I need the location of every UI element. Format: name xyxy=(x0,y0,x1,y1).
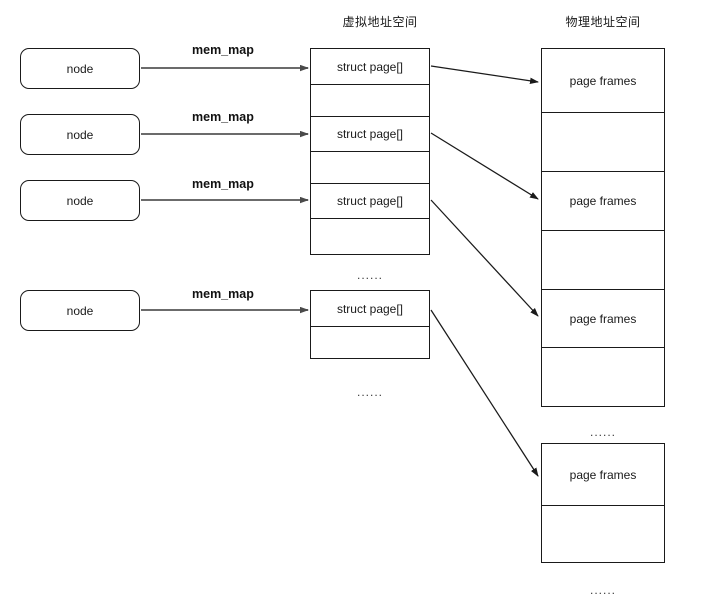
page-frames-cell-label: page frames xyxy=(569,73,637,88)
struct-page-cell[interactable]: struct page[] xyxy=(311,116,429,151)
page-frames-cell[interactable]: page frames xyxy=(542,444,664,505)
page-mapping-arrow xyxy=(430,309,539,477)
struct-page-cell-label: struct page[] xyxy=(336,59,404,74)
page-mapping-arrow xyxy=(430,65,539,84)
ellipsis-marker: ...... xyxy=(589,425,616,439)
node-label: node xyxy=(66,61,94,76)
struct-page-cell[interactable] xyxy=(311,326,429,358)
page-frames-block: page frames page frames page frames xyxy=(541,48,665,407)
ellipsis-marker: ...... xyxy=(589,583,616,597)
struct-page-cell[interactable]: struct page[] xyxy=(311,183,429,218)
struct-page-cell[interactable] xyxy=(311,84,429,116)
node-box[interactable]: node xyxy=(20,180,140,221)
node-label: node xyxy=(66,127,94,142)
page-frames-cell[interactable]: page frames xyxy=(542,289,664,347)
page-frames-cell-label: page frames xyxy=(569,311,637,326)
struct-page-cell[interactable]: struct page[] xyxy=(311,291,429,326)
node-box[interactable]: node xyxy=(20,290,140,331)
struct-page-cell[interactable] xyxy=(311,218,429,254)
page-frames-block: page frames xyxy=(541,443,665,563)
struct-page-cell[interactable] xyxy=(311,151,429,183)
page-frames-cell[interactable]: page frames xyxy=(542,49,664,112)
page-frames-cell[interactable] xyxy=(542,112,664,171)
page-frames-cell[interactable]: page frames xyxy=(542,171,664,230)
struct-page-cell-label: struct page[] xyxy=(336,127,404,141)
mem-map-edge-label: mem_map xyxy=(192,43,254,57)
page-frames-cell[interactable] xyxy=(542,347,664,406)
struct-page-cell-label: struct page[] xyxy=(336,194,404,208)
column-title-physical-address-space: 物理地址空间 xyxy=(565,15,641,29)
mem-map-edge-label: mem_map xyxy=(192,177,254,191)
page-frames-cell-label: page frames xyxy=(569,467,637,482)
mem-map-edge-label: mem_map xyxy=(192,287,254,301)
column-title-virtual-address-space: 虚拟地址空间 xyxy=(342,15,418,29)
page-mapping-arrow xyxy=(430,199,539,317)
node-box[interactable]: node xyxy=(20,48,140,89)
struct-page-cell-label: struct page[] xyxy=(336,301,404,316)
page-frames-cell-label: page frames xyxy=(569,194,637,208)
struct-page-cell[interactable]: struct page[] xyxy=(311,49,429,84)
page-frames-cell[interactable] xyxy=(542,230,664,289)
mem-map-edge-label: mem_map xyxy=(192,110,254,124)
ellipsis-marker: ...... xyxy=(356,268,383,282)
page-frames-cell[interactable] xyxy=(542,505,664,562)
node-box[interactable]: node xyxy=(20,114,140,155)
struct-page-block: struct page[] xyxy=(310,290,430,359)
ellipsis-marker: ...... xyxy=(356,385,383,399)
node-label: node xyxy=(66,303,94,318)
page-mapping-arrow xyxy=(430,132,539,200)
page-mapping-arrows xyxy=(430,65,539,477)
struct-page-block: struct page[] struct page[] struct page[] xyxy=(310,48,430,255)
node-label: node xyxy=(66,193,94,208)
